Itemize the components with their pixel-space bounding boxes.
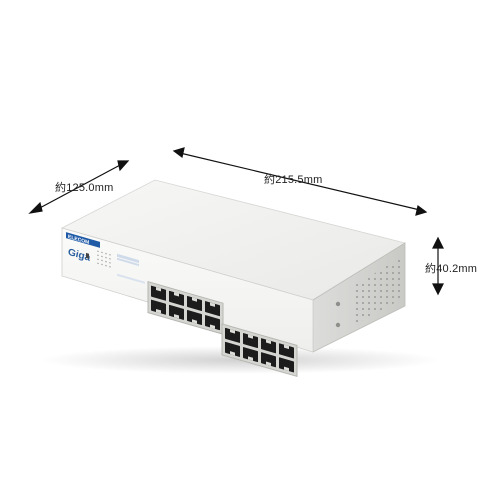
switch-front-face <box>61 227 314 353</box>
power-indicator <box>86 252 89 259</box>
rj45-port-icon <box>169 304 184 320</box>
rj45-port-icon <box>261 338 276 354</box>
port-latch <box>230 351 235 356</box>
depth-arrow-line <box>179 152 421 211</box>
width-dimension-label: 約125.0mm <box>55 182 114 194</box>
rj45-port-icon <box>243 333 258 349</box>
port-latch <box>266 339 271 344</box>
status-strip <box>117 253 139 264</box>
port-latch <box>248 356 253 361</box>
brand-label <box>66 232 100 248</box>
rj45-port-icon <box>187 309 202 326</box>
rj45-port-icon <box>279 343 294 359</box>
port-block <box>147 281 224 335</box>
port-latch <box>230 329 235 334</box>
arrow-icon <box>172 147 185 159</box>
status-strip <box>117 257 139 267</box>
arrow-icon <box>432 283 444 296</box>
rj45-port-icon <box>261 352 276 368</box>
port-latch <box>156 308 161 314</box>
rj45-port-icon <box>151 285 166 301</box>
port-latch <box>156 286 161 292</box>
port-latch <box>284 344 289 350</box>
port-latch <box>192 297 197 302</box>
rj45-port-icon <box>169 290 184 306</box>
rj45-port-icon <box>187 295 202 312</box>
rj45-port-icon <box>225 341 240 357</box>
port-latch <box>174 292 179 297</box>
rj45-port-icon <box>279 357 294 373</box>
port-latch <box>210 324 215 329</box>
port-array <box>147 281 298 378</box>
side-screw <box>335 322 341 328</box>
port-block <box>221 323 298 378</box>
port-latch <box>192 319 197 324</box>
arrow-icon <box>117 160 130 172</box>
rj45-port-icon <box>225 327 240 343</box>
port-latch <box>266 361 271 366</box>
rj45-port-icon <box>205 301 220 317</box>
rj45-port-icon <box>205 315 220 331</box>
vent-grille <box>352 258 400 326</box>
port-latch <box>210 302 215 307</box>
arrow-icon <box>415 204 428 216</box>
height-dimension-label: 約40.2mm <box>425 263 478 275</box>
dimension-arrows <box>28 147 444 296</box>
port-latch <box>284 366 289 372</box>
depth-dimension-label: 約215.5mm <box>264 174 323 186</box>
status-strip <box>117 273 145 284</box>
rj45-port-icon <box>151 299 166 315</box>
port-latch <box>248 334 253 339</box>
arrow-icon <box>28 201 43 214</box>
arrow-icon <box>432 236 444 249</box>
led-panel <box>97 250 111 268</box>
side-screw <box>335 301 341 307</box>
rj45-port-icon <box>243 347 258 363</box>
width-arrow-line <box>35 163 123 211</box>
port-latch <box>174 314 179 319</box>
